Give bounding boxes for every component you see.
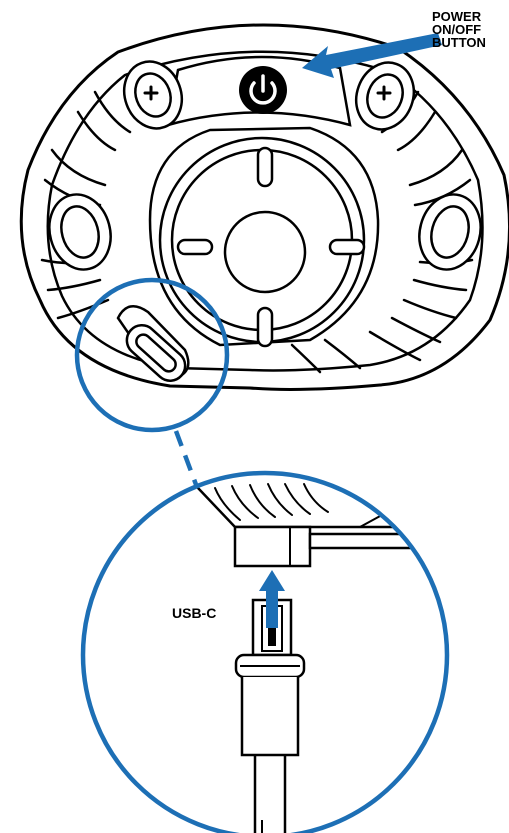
zoomed-port-detail — [83, 473, 447, 833]
power-icon[interactable] — [239, 66, 287, 114]
screw-boss-left — [122, 60, 184, 130]
zoom-circle-large — [80, 470, 450, 833]
grip-ribs-left — [40, 90, 132, 320]
arrow-icon — [302, 33, 442, 78]
power-button-label: POWER ON/OFF BUTTON — [432, 9, 486, 50]
zoom-connector — [173, 430, 201, 491]
plus-screw-icon — [376, 85, 392, 101]
mount-hole-left — [48, 193, 112, 271]
usb-c-label: USB-C — [172, 605, 216, 621]
center-mount-ring — [148, 126, 380, 348]
usb-port — [116, 305, 190, 382]
zoom-circle-small — [74, 277, 230, 433]
arrow-up-icon — [259, 570, 285, 628]
mount-hole-right — [418, 193, 482, 271]
plus-screw-icon — [143, 85, 159, 101]
